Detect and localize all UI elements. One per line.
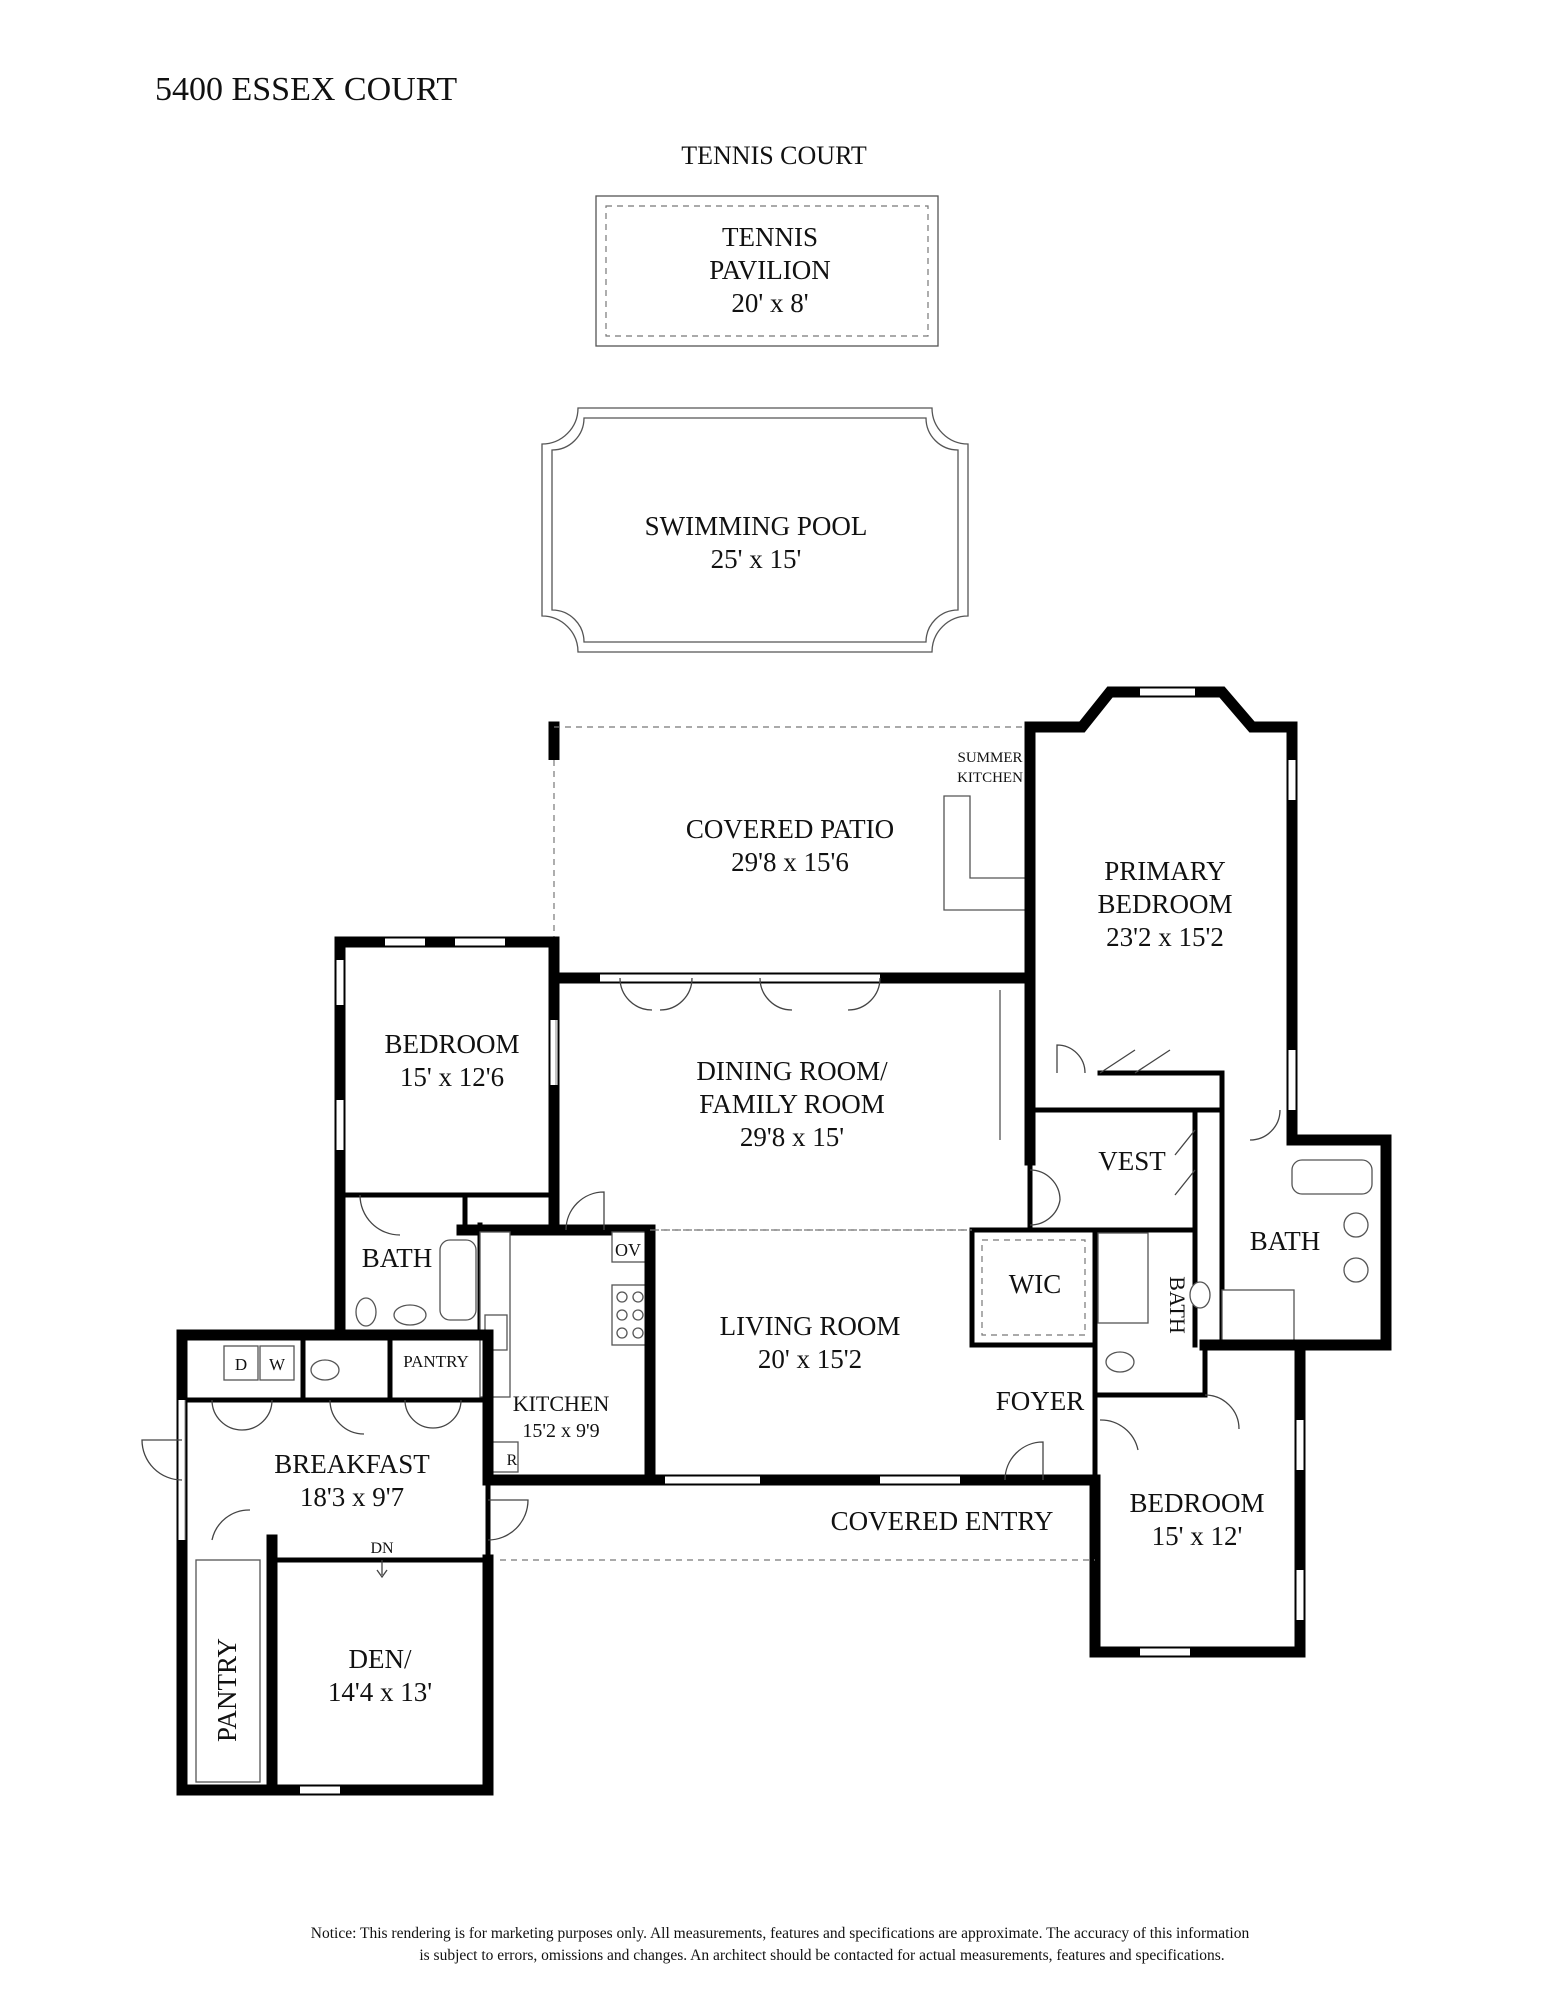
wic: WIC <box>969 1227 1098 1348</box>
dryer-label: D <box>235 1355 247 1374</box>
east-bedroom: BEDROOM 15' x 12' <box>1089 1339 1306 1658</box>
small-bath: BATH <box>1092 1227 1211 1398</box>
vest-label: VEST <box>1098 1146 1166 1176</box>
living-room-dims: 20' x 15'2 <box>758 1344 862 1374</box>
primary-bath-label: BATH <box>1250 1226 1321 1256</box>
pool-dims: 25' x 15' <box>711 544 802 574</box>
den: DEN/ 14'4 x 13' <box>176 1554 494 1796</box>
kitchen-dims: 15'2 x 9'9 <box>522 1420 599 1442</box>
west-bedroom-dims: 15' x 12'6 <box>400 1062 504 1092</box>
covered-patio: SUMMER KITCHEN COVERED PATIO 29'8 x 15'6 <box>547 721 1036 986</box>
primary-bedroom-label-1: PRIMARY <box>1104 856 1226 886</box>
long-pantry: PANTRY <box>195 1509 278 1796</box>
kitchen: OV KITCHEN 15'2 x 9'9 R <box>456 1191 656 1486</box>
dining-room-dims: 29'8 x 15' <box>740 1122 844 1152</box>
dining-room-label-2: FAMILY ROOM <box>699 1089 885 1119</box>
pool-label: SWIMMING POOL <box>645 511 868 541</box>
wic-label: WIC <box>1009 1269 1061 1299</box>
den-dims: 14'4 x 13' <box>328 1677 432 1707</box>
stairs-down-label: DN <box>370 1540 394 1557</box>
washer-label: W <box>269 1355 286 1374</box>
covered-patio-label: COVERED PATIO <box>686 814 894 844</box>
covered-entry: COVERED ENTRY <box>500 1506 1095 1561</box>
covered-entry-label: COVERED ENTRY <box>831 1506 1054 1536</box>
east-bedroom-dims: 15' x 12' <box>1152 1521 1243 1551</box>
kitchen-label: KITCHEN <box>513 1391 610 1416</box>
breakfast-dims: 18'3 x 9'7 <box>300 1482 404 1512</box>
swimming-pool: SWIMMING POOL 25' x 15' <box>541 407 969 653</box>
dining-room-label-1: DINING ROOM/ <box>696 1056 888 1086</box>
primary-bedroom: PRIMARY BEDROOM 23'2 x 15'2 <box>1024 686 1298 1166</box>
den-label: DEN/ <box>349 1644 412 1674</box>
small-bath-label: BATH <box>1165 1276 1190 1334</box>
foyer: FOYER <box>996 1386 1139 1483</box>
breakfast: BREAKFAST 18'3 x 9'7 DN <box>141 1400 529 1579</box>
notice-line-2: is subject to errors, omissions and chan… <box>419 1947 1224 1964</box>
west-bath-label: BATH <box>362 1243 433 1273</box>
living-room: LIVING ROOM 20' x 15'2 <box>644 1229 1101 1486</box>
primary-bath: BATH <box>1219 1109 1392 1351</box>
pantry-small-label: PANTRY <box>403 1352 469 1371</box>
tennis-pavilion-label-1: TENNIS <box>722 222 818 252</box>
plan-title: 5400 ESSEX COURT <box>155 71 457 108</box>
vest: VEST <box>1027 1044 1225 1233</box>
west-bath: BATH <box>337 1192 483 1338</box>
breakfast-label: BREAKFAST <box>274 1449 430 1479</box>
tennis-pavilion-label-2: PAVILION <box>709 255 831 285</box>
oven-label: OV <box>615 1240 641 1260</box>
tennis-pavilion-dims: 20' x 8' <box>731 288 808 318</box>
living-room-label: LIVING ROOM <box>720 1311 901 1341</box>
primary-bedroom-dims: 23'2 x 15'2 <box>1106 922 1224 952</box>
foyer-label: FOYER <box>996 1386 1085 1416</box>
tennis-pavilion: TENNIS PAVILION 20' x 8' <box>595 195 939 347</box>
long-pantry-label: PANTRY <box>212 1638 242 1742</box>
dining-family-room: DINING ROOM/ FAMILY ROOM 29'8 x 15' <box>548 974 1061 1236</box>
primary-bedroom-label-2: BEDROOM <box>1097 889 1232 919</box>
notice-line-1: Notice: This rendering is for marketing … <box>311 1925 1250 1942</box>
refrigerator-label: R <box>507 1452 518 1469</box>
covered-patio-dims: 29'8 x 15'6 <box>731 847 849 877</box>
tennis-court-label: TENNIS COURT <box>681 141 867 170</box>
west-bedroom-label: BEDROOM <box>384 1029 519 1059</box>
summer-kitchen-label-1: SUMMER <box>957 750 1022 766</box>
east-bedroom-label: BEDROOM <box>1129 1488 1264 1518</box>
summer-kitchen-label-2: KITCHEN <box>957 770 1023 786</box>
